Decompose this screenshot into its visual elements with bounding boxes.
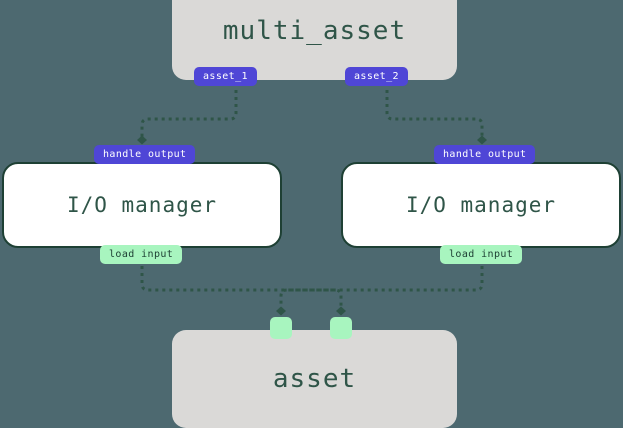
node-io-manager-left-label: I/O manager — [66, 193, 218, 217]
edge-asset2-to-right-io — [385, 90, 487, 145]
node-multi-asset[interactable]: multi_asset — [172, 0, 457, 80]
node-io-manager-right[interactable]: I/O manager — [341, 162, 621, 248]
input-badge-handle-output-left[interactable]: handle output — [94, 145, 196, 164]
edge-right-io-to-asset-input — [276, 266, 484, 316]
output-badge-load-input-right-label: load input — [449, 249, 514, 260]
output-badge-asset-1[interactable]: asset_1 — [194, 67, 257, 86]
asset-input-handle-2[interactable] — [330, 317, 352, 339]
input-badge-handle-output-left-label: handle output — [103, 149, 187, 160]
output-badge-asset-2-label: asset_2 — [354, 71, 399, 82]
input-badge-handle-output-right[interactable]: handle output — [434, 145, 536, 164]
edge-asset1-to-left-io — [137, 90, 238, 145]
node-io-manager-right-label: I/O manager — [405, 193, 557, 217]
asset-input-handle-1[interactable] — [270, 317, 292, 339]
output-badge-load-input-left[interactable]: load input — [100, 245, 183, 264]
node-asset-label: asset — [272, 364, 357, 394]
input-badge-handle-output-right-label: handle output — [443, 149, 527, 160]
output-badge-asset-1-label: asset_1 — [203, 71, 248, 82]
edge-left-io-to-asset-input — [140, 266, 346, 316]
node-io-manager-left[interactable]: I/O manager — [2, 162, 282, 248]
node-asset[interactable]: asset — [172, 330, 457, 428]
output-badge-load-input-right[interactable]: load input — [440, 245, 523, 264]
output-badge-asset-2[interactable]: asset_2 — [345, 67, 408, 86]
node-multi-asset-label: multi_asset — [222, 16, 407, 46]
output-badge-load-input-left-label: load input — [109, 249, 174, 260]
